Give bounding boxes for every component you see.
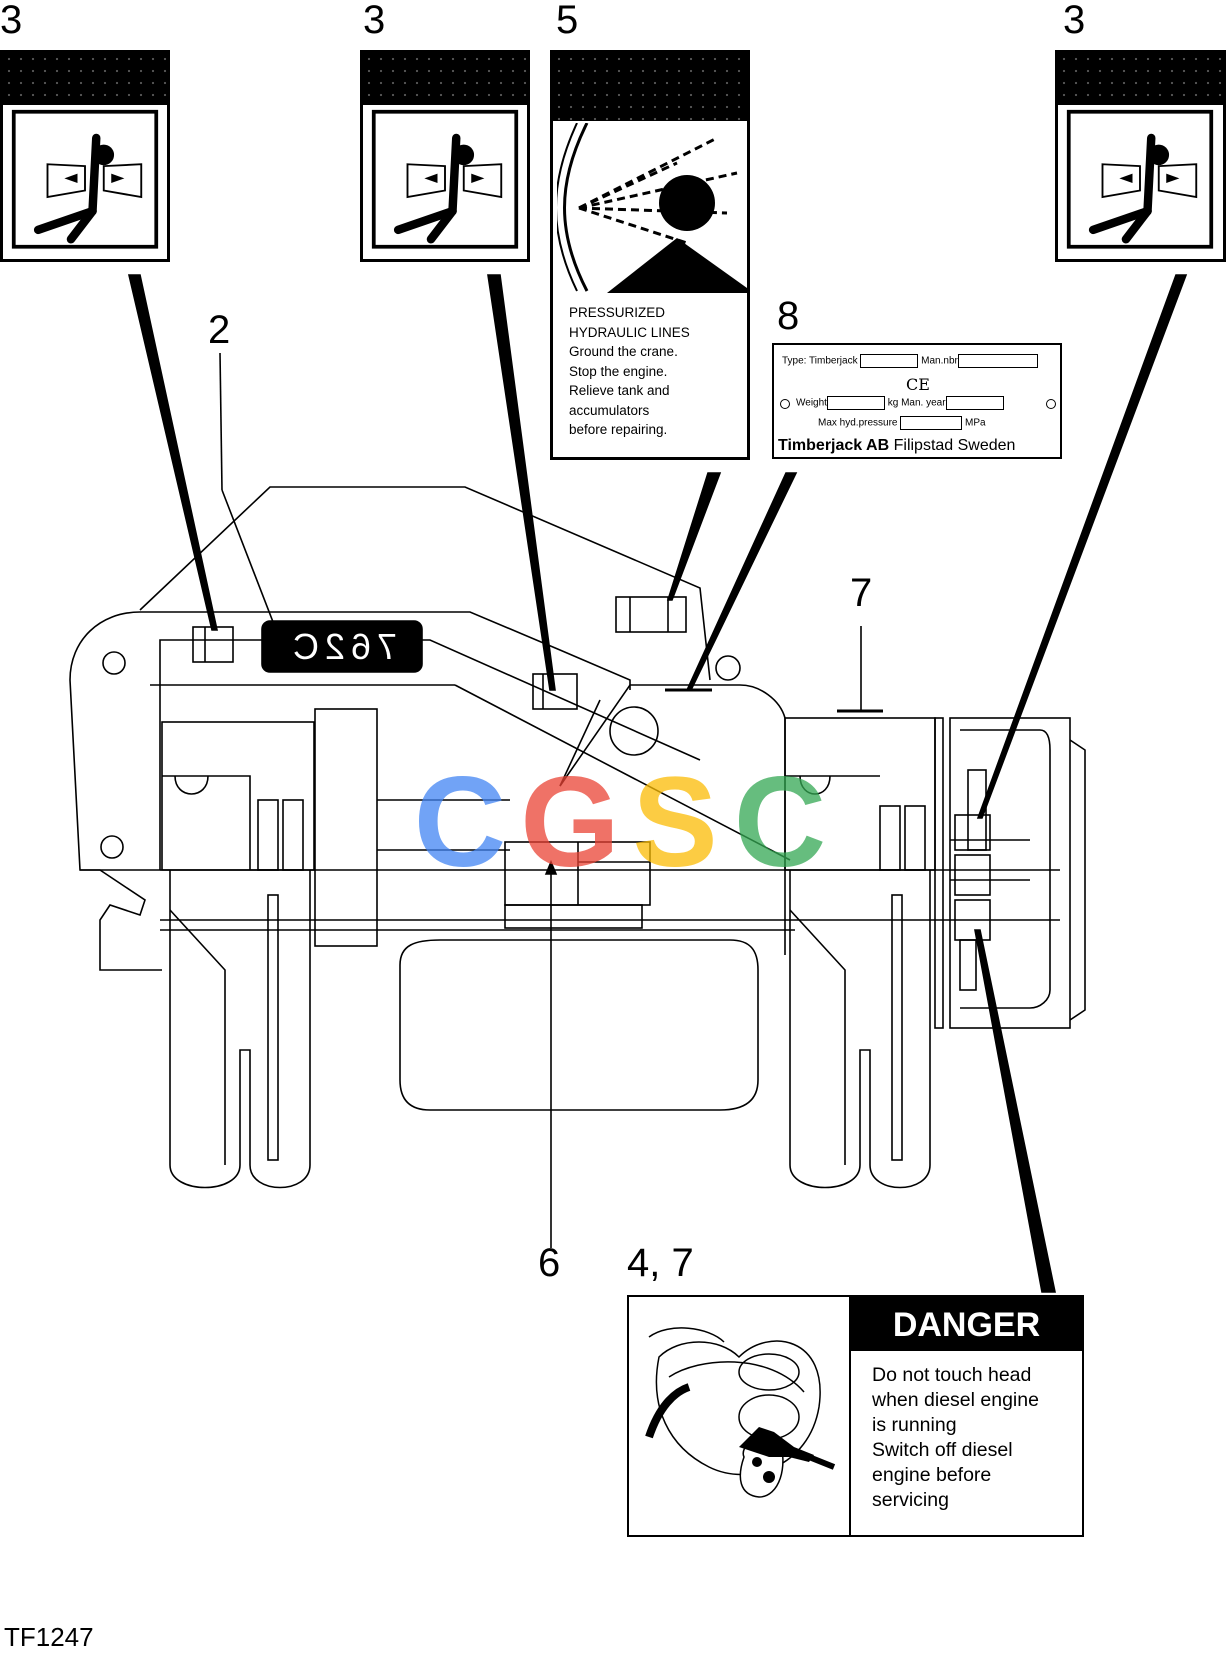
max-pressure-label: Max hyd.pressure bbox=[818, 417, 898, 429]
hydraulic-line: Relieve tank and bbox=[569, 383, 670, 398]
danger-heading: DANGER bbox=[851, 1297, 1082, 1351]
leader-line bbox=[127, 274, 218, 631]
hydraulic-warning-decal: PRESSURIZED HYDRAULIC LINES Ground the c… bbox=[550, 50, 750, 460]
type-label: Type: Timberjack bbox=[782, 355, 858, 367]
pivot-hole bbox=[609, 706, 659, 756]
callout-4-7: 4, 7 bbox=[627, 1241, 694, 1285]
ce-mark: CE bbox=[906, 375, 930, 394]
hydraulic-line: accumulators bbox=[569, 402, 650, 418]
watermark-letter: C bbox=[733, 751, 827, 894]
frame-top bbox=[140, 611, 631, 690]
danger-line: Switch off diesel bbox=[872, 1439, 1013, 1461]
leader-line bbox=[221, 489, 281, 641]
company-location: Filipstad Sweden bbox=[893, 437, 1016, 454]
hydraulic-warning-text: PRESSURIZED HYDRAULIC LINES Ground the c… bbox=[569, 303, 690, 440]
pivot-hole bbox=[715, 655, 741, 681]
mounting-hole-icon bbox=[1046, 399, 1056, 409]
man-nbr-label: Man.nbr bbox=[921, 355, 958, 367]
watermark: C G S C bbox=[405, 758, 835, 888]
callout-3: 3 bbox=[1063, 0, 1086, 42]
decal-location bbox=[532, 673, 578, 710]
decal-location bbox=[615, 596, 687, 633]
arrow-head bbox=[544, 859, 558, 875]
callout-6: 6 bbox=[538, 1241, 561, 1285]
hydraulic-line: HYDRAULIC LINES bbox=[569, 324, 690, 340]
danger-text: Do not touch head when diesel engine is … bbox=[872, 1363, 1039, 1513]
hydraulic-line: before repairing. bbox=[569, 422, 668, 437]
type-plate: Type: Timberjack Man.nbr CE Weight kg Ma… bbox=[772, 343, 1062, 459]
crush-hazard-decal bbox=[1055, 50, 1226, 262]
watermark-letter: S bbox=[632, 751, 718, 894]
mounting-hole-icon bbox=[780, 399, 790, 409]
leader-line bbox=[686, 472, 798, 689]
leader-line bbox=[976, 274, 1188, 819]
watermark-letter: G bbox=[520, 751, 620, 894]
company-name: Timberjack AB bbox=[778, 437, 890, 454]
man-year-label: Man. year bbox=[901, 397, 946, 409]
callout-2: 2 bbox=[208, 308, 231, 352]
danger-line: when diesel engine bbox=[872, 1389, 1039, 1411]
callout-3: 3 bbox=[0, 0, 23, 42]
hydraulic-line: Ground the crane. bbox=[569, 344, 678, 359]
leader-line bbox=[219, 352, 223, 491]
danger-line: servicing bbox=[872, 1489, 949, 1511]
crush-hazard-icon bbox=[371, 109, 519, 249]
leader-line bbox=[974, 929, 1056, 1293]
callout-3: 3 bbox=[363, 0, 386, 42]
crush-hazard-decal bbox=[360, 50, 530, 262]
leader-line bbox=[487, 274, 556, 691]
weight-unit: kg bbox=[887, 397, 899, 409]
hydraulic-line: PRESSURIZED bbox=[569, 305, 666, 320]
watermark-letter: C bbox=[413, 751, 507, 894]
hydraulic-line: Stop the engine. bbox=[569, 363, 668, 379]
upper-outline bbox=[139, 486, 711, 681]
hot-engine-hazard-icon bbox=[645, 1327, 836, 1498]
crush-hazard-icon bbox=[11, 109, 159, 249]
crush-hazard-decal bbox=[0, 50, 170, 262]
pivot-hole bbox=[102, 651, 126, 675]
callout-8: 8 bbox=[777, 294, 800, 338]
callout-5: 5 bbox=[556, 0, 579, 42]
decal-location bbox=[192, 626, 234, 663]
danger-line: engine before bbox=[872, 1464, 992, 1486]
danger-line: is running bbox=[872, 1414, 957, 1436]
spray-hazard-icon bbox=[557, 123, 747, 293]
danger-decal: DANGER Do not touch head when diesel eng… bbox=[627, 1295, 1084, 1537]
weight-label: Weight bbox=[796, 397, 827, 409]
callout-7: 7 bbox=[850, 571, 873, 615]
crush-hazard-icon bbox=[1066, 109, 1214, 249]
pivot-hole bbox=[100, 835, 124, 859]
danger-line: Do not touch head bbox=[872, 1364, 1032, 1386]
model-plate-text: 762C bbox=[286, 626, 398, 667]
frame-outline bbox=[69, 611, 701, 871]
leader-line bbox=[666, 472, 722, 601]
pressure-unit: MPa bbox=[965, 417, 986, 429]
model-plate bbox=[261, 620, 423, 673]
figure-id: TF1247 bbox=[4, 1622, 94, 1652]
